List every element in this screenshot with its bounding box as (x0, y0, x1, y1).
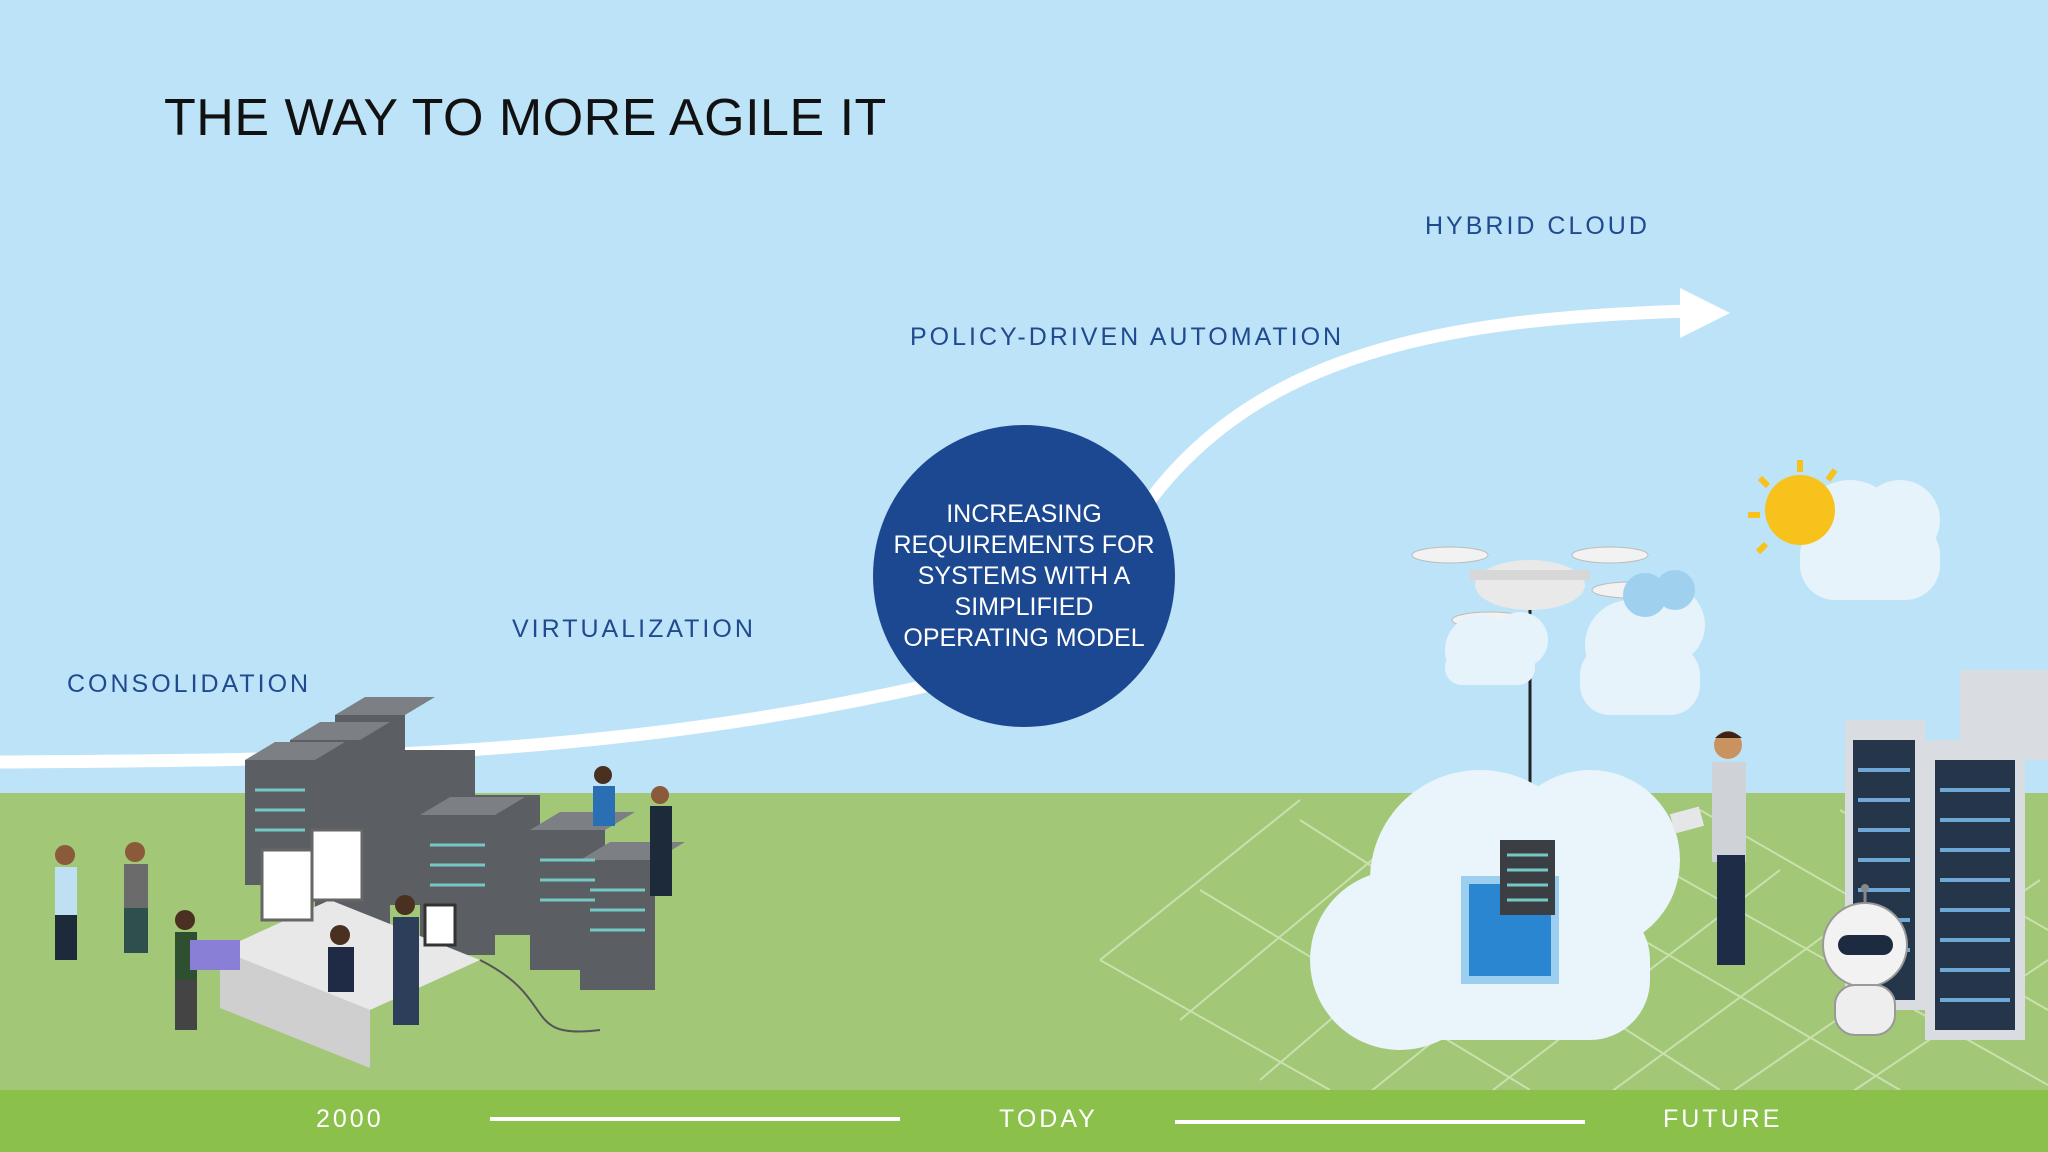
cloud-icon (1310, 480, 1940, 1050)
sun-icon (1748, 460, 1838, 555)
growth-arrow-head (1680, 288, 1730, 338)
page-title: THE WAY TO MORE AGILE IT (164, 89, 887, 147)
stage-label-consolidation: CONSOLIDATION (67, 670, 312, 698)
stage-label-hybrid-cloud: HYBRID CLOUD (1425, 212, 1650, 240)
timeline-label-future: FUTURE (1663, 1105, 1783, 1133)
worker-icon (55, 766, 672, 1030)
timeline-label-start: 2000 (316, 1105, 384, 1133)
timeline-bar (0, 1090, 2048, 1152)
requirements-circle: INCREASING REQUIREMENTS FOR SYSTEMS WITH… (873, 425, 1175, 727)
businessman-icon (1669, 731, 1746, 965)
requirements-circle-text: INCREASING REQUIREMENTS FOR SYSTEMS WITH… (893, 499, 1155, 652)
robot-icon (1822, 884, 1908, 1036)
timeline-label-today: TODAY (999, 1105, 1098, 1133)
stage-label-virtualization: VIRTUALIZATION (512, 615, 756, 643)
stage-label-policy-driven-automation: POLICY-DRIVEN AUTOMATION (910, 323, 1345, 351)
